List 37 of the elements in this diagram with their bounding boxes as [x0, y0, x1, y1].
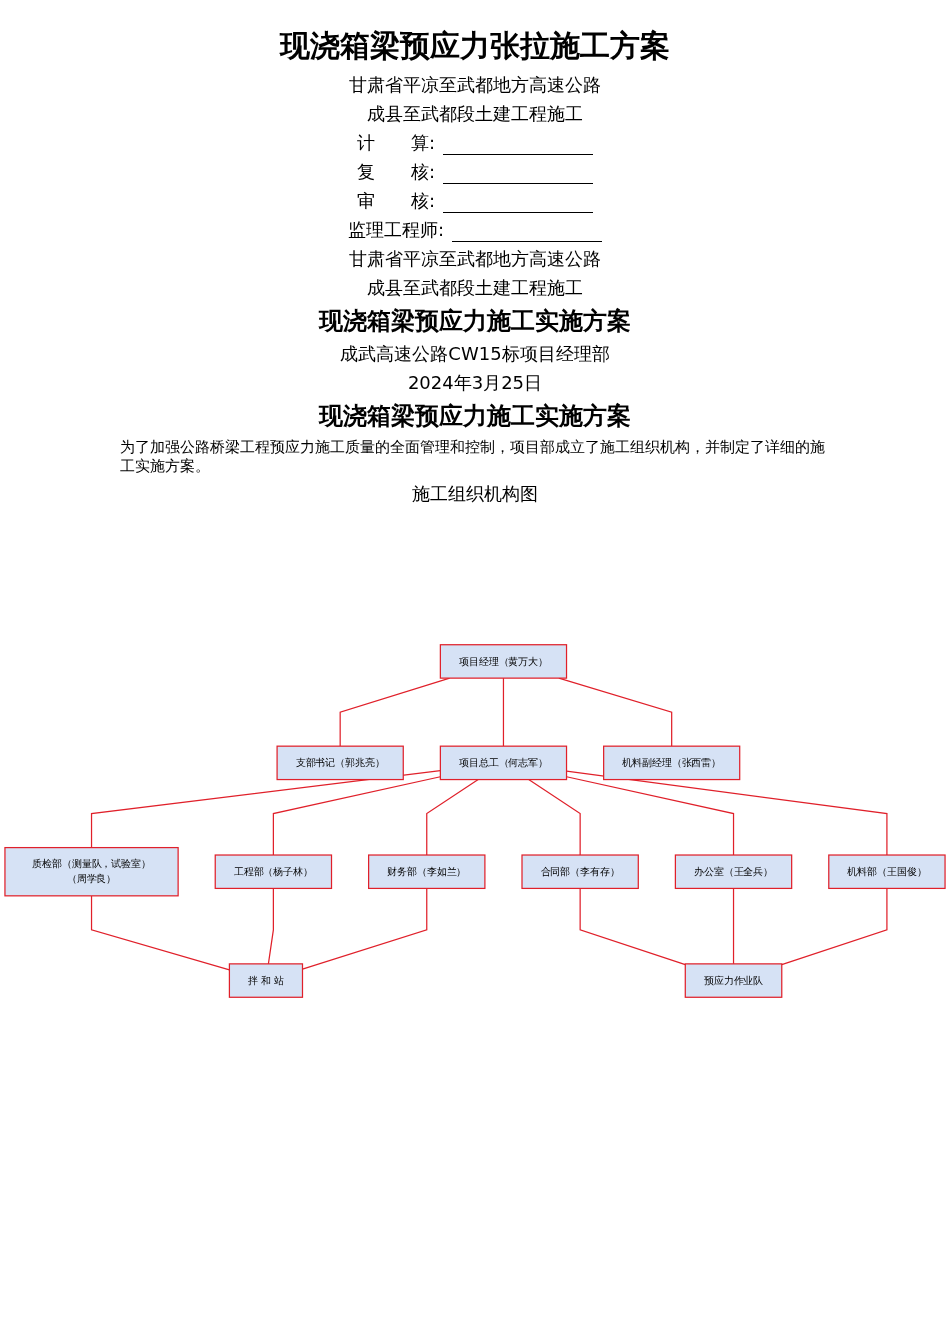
heading-line: 成县至武都段土建工程施工: [367, 103, 583, 124]
node-box: [684, 963, 783, 998]
connector: [732, 887, 735, 965]
node-box: [4, 847, 179, 897]
node-box: [603, 745, 741, 781]
signature-label: 计 算:: [356, 132, 436, 153]
date-text: 2024年3月25日: [407, 372, 543, 393]
heading-line: 成武高速公路CW15标项目经理部: [340, 343, 610, 364]
signature-label: 复 核:: [356, 161, 436, 182]
node-box: [228, 963, 304, 998]
connector: [579, 887, 686, 966]
heading-line: 成县至武都段土建工程施工: [367, 277, 583, 298]
connector: [781, 887, 888, 966]
node-box: [439, 644, 568, 679]
node-box: [828, 854, 946, 890]
paragraph: 为了加强公路桥梁工程预应力施工质量的全面管理和控制，项目部成立了施工组织机构，并制定了详细的施工实施方案。: [120, 438, 825, 475]
node-box: [214, 854, 333, 890]
heading-line: 甘肃省平凉至武都地方高速公路: [349, 74, 601, 95]
node-box: [521, 854, 639, 890]
node-box: [276, 745, 404, 781]
node-box: [368, 854, 486, 890]
connector: [528, 778, 581, 856]
connector: [272, 776, 441, 856]
signature-label: 监理工程师:: [347, 219, 445, 240]
node-box: [674, 854, 793, 890]
connector: [90, 770, 441, 849]
node-box: [439, 745, 568, 781]
connector: [502, 677, 505, 747]
connector: [426, 778, 479, 856]
chart-caption: 施工组织机构图: [412, 483, 538, 504]
heading-line: 甘肃省平凉至武都地方高速公路: [349, 248, 601, 269]
connector: [267, 887, 274, 965]
document-title: 现浇箱梁预应力张拉施工方案: [280, 28, 670, 63]
signature-label: 审 核:: [356, 190, 436, 211]
document-subtitle: 现浇箱梁预应力施工实施方案: [319, 307, 631, 335]
org-chart: 项目经理（黄万大） 支部书记（郭兆亮） 项目总工（何志军） 机料副经理（张西雷） 质检部（测量队，试验室）（周学良） 工程部（杨子林） 财务部（李如兰） 合同部（李有存） 办公室（王全兵） 机料部（王国俊） 拌 和 站 预应力作业队: [0, 511, 950, 1131]
document-subtitle: 现浇箱梁预应力施工实施方案: [319, 402, 631, 430]
